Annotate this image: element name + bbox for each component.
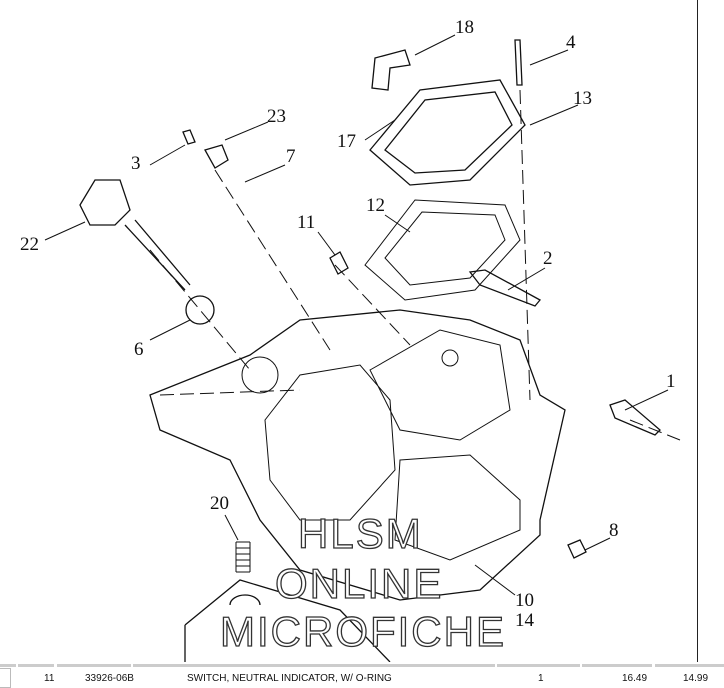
part-number[interactable]: 33926-06B [85,673,134,684]
bolt-1 [609,399,661,436]
header-divider [0,664,16,667]
ref-number: 11 [44,673,55,684]
exploded-parts-diagram [44,34,681,662]
header-divider [655,664,724,667]
callout-1: 1 [666,371,676,392]
callout-23: 23 [267,106,286,127]
header-divider [582,664,652,667]
parts-table-row[interactable]: 11 33926-06B SWITCH, NEUTRAL INDICATOR, … [0,668,724,686]
callout-20: 20 [210,493,229,514]
gasket [364,199,521,301]
callout-12: 12 [366,195,385,216]
header-divider [57,664,131,667]
header-divider [133,664,495,667]
top-cover [369,79,526,186]
bolt-2 [468,269,542,307]
callout-3: 3 [131,153,141,174]
callout-4: 4 [566,32,576,53]
callout-8: 8 [609,520,619,541]
callout-11: 11 [297,212,316,233]
callout-7: 7 [286,146,296,167]
part-description: SWITCH, NEUTRAL INDICATOR, W/ O-RING [187,673,392,684]
callout-6: 6 [134,339,144,360]
callout-22: 22 [20,234,39,255]
lower-housing [184,579,391,662]
bolt-23 [182,129,229,169]
callout-2: 2 [543,248,553,269]
breather-hose [371,49,411,91]
sale-price: 14.99 [683,673,709,684]
callout-14: 14 [515,610,534,631]
watermark-hlsm: HLSM [297,509,423,557]
callout-17: 17 [337,131,356,152]
header-divider [18,664,54,667]
spring [235,541,251,573]
quantity: 1 [538,673,544,684]
plug-8 [567,539,587,559]
o-ring [185,295,215,325]
callout-10: 10 [515,590,534,611]
callout-18: 18 [455,17,474,38]
watermark-microfiche: MICROFICHE [219,607,506,655]
page-border-line [697,0,698,662]
header-divider [497,664,580,667]
dipstick [79,179,191,291]
price: 16.49 [622,673,648,684]
neutral-switch [329,251,349,275]
bolt-4 [514,39,523,86]
watermark-online: ONLINE [274,559,444,607]
assembly-lines [149,89,681,441]
transmission-case [149,309,566,601]
callout-13: 13 [573,88,592,109]
